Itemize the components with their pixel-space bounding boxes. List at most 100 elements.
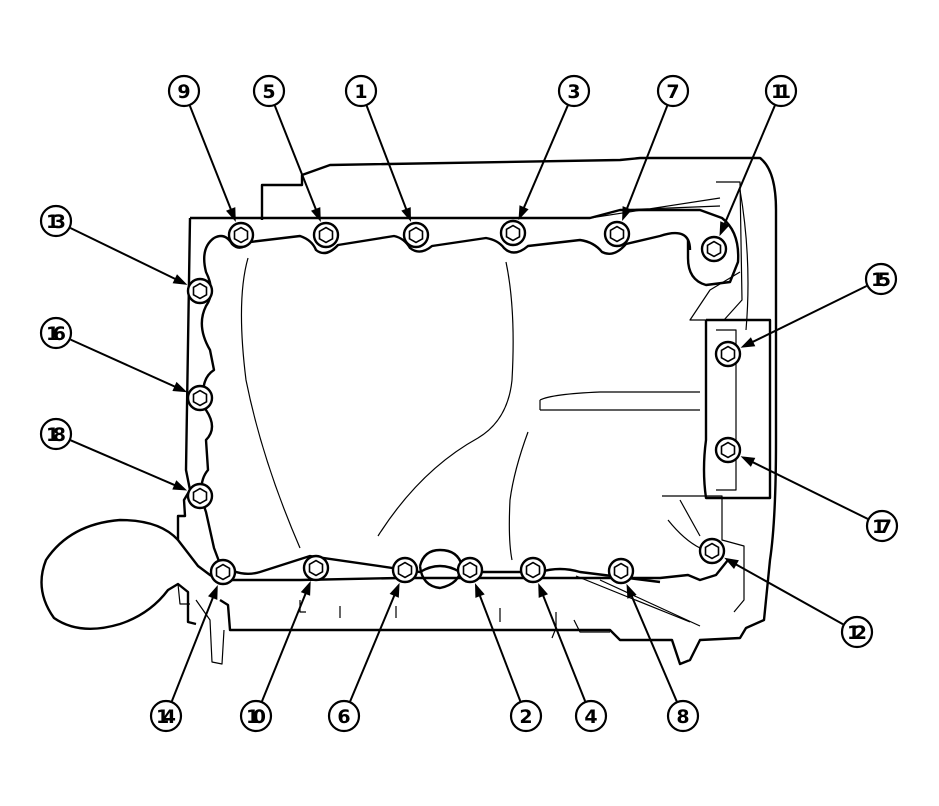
left-end-lobe-stub: [177, 583, 225, 665]
callout-4: 4: [574, 699, 608, 733]
callout-ring: [656, 74, 690, 108]
callout-number: 1: [354, 81, 367, 103]
callout-12: 12: [840, 615, 874, 649]
arrowhead-7: [622, 206, 632, 221]
callout-14: 14: [149, 699, 183, 733]
bolt-7: [603, 220, 631, 248]
callout-7: 7: [656, 74, 690, 108]
bolt-head: [312, 221, 340, 249]
bolt-head: [391, 556, 419, 584]
bolt-hex: [505, 224, 521, 242]
rear-housing-inner-2: [739, 189, 749, 331]
bolt-head: [227, 221, 255, 249]
bolt-head: [402, 221, 430, 249]
callout-number: 8: [676, 706, 689, 728]
callout-6: 6: [327, 699, 361, 733]
callout-number: 9: [177, 81, 190, 103]
callout-15: 15: [864, 262, 898, 296]
leader-line-5: [273, 105, 319, 215]
bolt-head: [186, 277, 214, 305]
leader-line-16: [70, 338, 181, 390]
lower-flange-bosses: [299, 600, 610, 639]
callout-1: 1: [344, 74, 378, 108]
bolt-head: [209, 558, 237, 586]
bolt-hex: [609, 225, 625, 243]
leader-line-2: [476, 590, 522, 702]
callout-ring: [840, 615, 874, 649]
callout-ring: [39, 417, 73, 451]
arrowhead-15: [740, 337, 756, 348]
callout-ring: [864, 262, 898, 296]
bolt-head: [698, 537, 726, 565]
arrowhead-10: [300, 581, 311, 596]
bolt-18: [186, 482, 214, 510]
bolt-12: [698, 537, 726, 565]
bolt-3: [499, 219, 527, 247]
arrowhead-13: [172, 274, 188, 285]
pan-flange-outer: [176, 208, 740, 582]
callout-2: 2: [509, 699, 543, 733]
leader-line-14: [170, 592, 216, 702]
callout-ring: [149, 699, 183, 733]
callout-8: 8: [666, 699, 700, 733]
callout-number: 12: [847, 622, 867, 644]
bolt-head: [519, 556, 547, 584]
arrowhead-4: [538, 583, 548, 598]
callout-18: 18: [39, 417, 73, 451]
right-mount-pad-inner: [716, 329, 737, 491]
upper-right-flange-lines: [589, 197, 721, 219]
arrowhead-5: [311, 207, 321, 222]
callout-ring: [865, 509, 899, 543]
leader-line-11: [721, 105, 776, 230]
arrowhead-14: [208, 585, 218, 600]
callout-number: 15: [871, 269, 891, 291]
bolt-9: [227, 221, 255, 249]
bolts: [186, 219, 742, 586]
leader-line-4: [540, 590, 587, 702]
bolt-hex: [192, 487, 208, 505]
bolt-hex: [704, 542, 720, 560]
left-end-lobe: [40, 518, 197, 630]
bolt-head: [700, 235, 728, 263]
arrowhead-2: [475, 583, 485, 598]
sump-contour-mid: [377, 261, 514, 537]
bolt-head: [186, 482, 214, 510]
leader-line-7: [624, 105, 669, 214]
callout-ring: [239, 699, 273, 733]
right-mount-pad: [702, 318, 772, 500]
bolt-10: [302, 554, 330, 582]
leader-line-8: [628, 590, 678, 702]
right-lower-diagonal: [575, 575, 701, 627]
callout-number: 14: [156, 706, 176, 728]
bolt-16: [186, 384, 214, 412]
arrowhead-8: [626, 583, 637, 599]
sump-contour-left: [240, 257, 301, 549]
bolt-head: [186, 384, 214, 412]
callout-ring: [764, 74, 798, 108]
bolt-hex: [613, 562, 629, 580]
callout-13: 13: [39, 204, 73, 238]
leader-line-10: [261, 588, 309, 702]
callout-ring: [167, 74, 201, 108]
bolt-13: [186, 277, 214, 305]
leader-line-12: [730, 560, 844, 626]
leader-line-3: [520, 105, 569, 214]
callout-ring: [509, 699, 543, 733]
bolt-hex: [308, 559, 324, 577]
callout-10: 10: [239, 699, 273, 733]
bolt-hex: [215, 563, 231, 581]
callout-16: 16: [39, 316, 73, 350]
bolt-head: [603, 220, 631, 248]
bolt-5: [312, 221, 340, 249]
callout-11: 11: [764, 74, 798, 108]
leader-line-13: [69, 227, 181, 283]
arrowhead-18: [172, 480, 188, 491]
bolt-8: [607, 557, 635, 585]
bolt-hex: [408, 226, 424, 244]
bolt-17: [714, 436, 742, 464]
bolt-hex: [720, 441, 736, 459]
callout-ring: [252, 74, 286, 108]
bolt-hex: [462, 561, 478, 579]
pan-flange-inner: [200, 231, 692, 584]
